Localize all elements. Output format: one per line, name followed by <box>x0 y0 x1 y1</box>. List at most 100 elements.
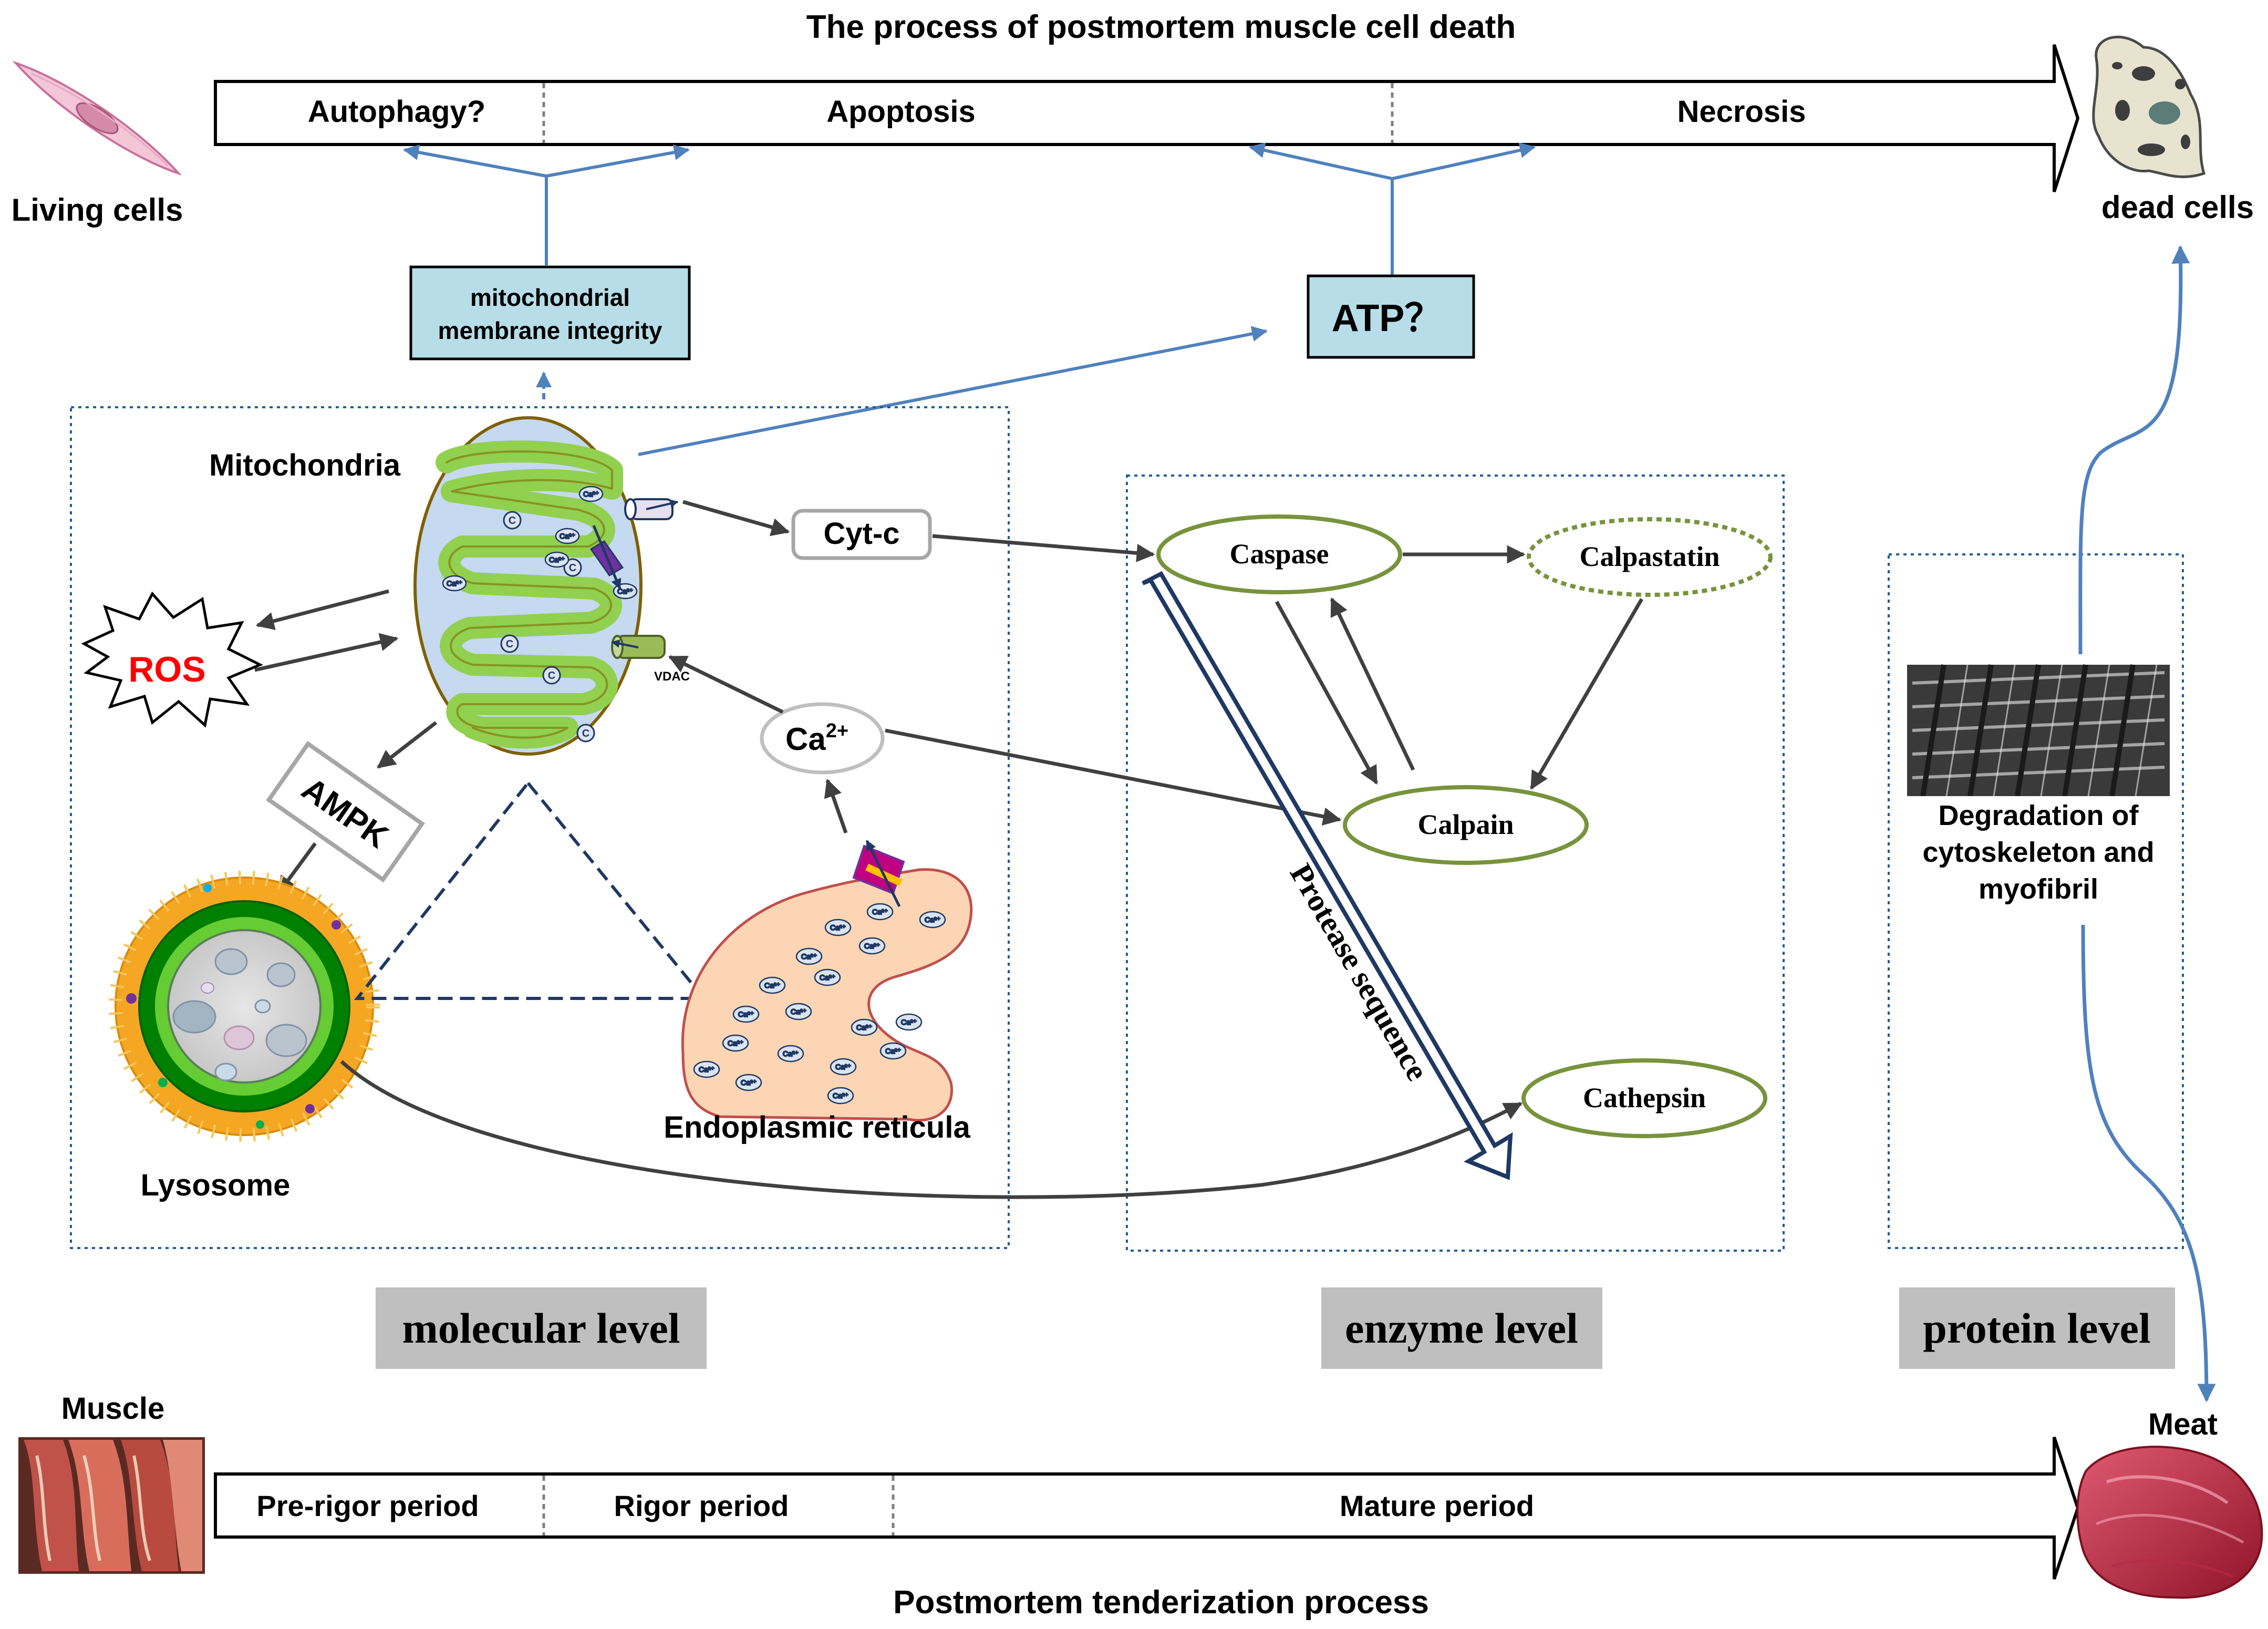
living-cells-label: Living cells <box>12 192 183 228</box>
calcium-node <box>760 702 885 775</box>
calcium-ion <box>735 1074 762 1091</box>
stage-necrosis: Necrosis <box>1677 95 1806 129</box>
calcium-ion-text: Ca²⁺ <box>549 555 565 564</box>
cytc-outward-arrow <box>646 499 679 510</box>
meat-label: Meat <box>2148 1407 2218 1441</box>
calcium-ion <box>759 976 786 994</box>
calcium-ion-text: Ca²⁺ <box>801 952 817 961</box>
myofibril-to-meat-arrow <box>2081 924 2216 1403</box>
calcium-ion <box>895 1013 923 1031</box>
protein-degradation-line1: Degradation of <box>1938 800 2139 831</box>
calpastatin-to-calpain-arrow <box>1529 598 1644 790</box>
calcium-ion <box>578 486 604 502</box>
cytc-marker-text: C <box>509 515 516 527</box>
mito-to-ros-arrow <box>255 589 389 631</box>
calcium-ion-text: Ca²⁺ <box>447 579 462 587</box>
living-cell-icon <box>12 60 182 176</box>
dead-cell-icon <box>2092 35 2206 178</box>
cathepsin-label: Cathepsin <box>1583 1082 1706 1114</box>
protein-level-box <box>1899 1287 2175 1369</box>
calcium-ion-text: Ca²⁺ <box>791 1007 806 1016</box>
mitochondria-label: Mitochondria <box>209 448 401 482</box>
er-label: Endoplasmic reticula <box>664 1110 970 1145</box>
calcium-ion <box>814 968 841 986</box>
calcium-ion-text: Ca²⁺ <box>833 1091 848 1100</box>
calcium-ion <box>722 1034 749 1052</box>
cytc-marker <box>563 558 582 577</box>
calcium-node-text: Ca <box>785 721 826 757</box>
atp-label: ATP？ <box>1332 297 1443 339</box>
period-mature: Mature period <box>1340 1489 1534 1522</box>
period-rigor: Rigor period <box>614 1489 789 1522</box>
calcium-ion-text: Ca²⁺ <box>583 490 599 498</box>
calcium-ion-text: Ca²⁺ <box>783 1049 799 1058</box>
cytc-marker <box>500 634 519 653</box>
calcium-ion <box>879 1042 907 1060</box>
calcium-ion-text: Ca²⁺ <box>856 1023 872 1032</box>
caspase-node <box>1156 514 1402 594</box>
molecular-panel <box>70 406 1010 1249</box>
meat-image <box>2076 1446 2263 1599</box>
calcium-ion-text: Ca²⁺ <box>864 942 880 950</box>
cytc-to-caspase-arrow <box>932 534 1155 562</box>
stage-autophagy: Autophagy? <box>308 95 485 129</box>
protease-sequence-label: Protease sequence <box>1283 858 1435 1087</box>
lysosome-to-cathepsin-arrow <box>340 1060 1523 1199</box>
ros-to-mito-arrow <box>254 633 399 672</box>
calcium-ion <box>795 947 823 965</box>
molecular-level-box <box>376 1287 707 1369</box>
cytc-marker-text: C <box>569 562 576 574</box>
calcium-ion <box>555 528 580 544</box>
calcium-ion-text: Ca²⁺ <box>699 1065 714 1074</box>
mitochondrion: C C C C C Ca²⁺Ca²⁺Ca²⁺Ca²⁺Ca²⁺ <box>413 416 643 756</box>
protein-degradation-line3: myofibril <box>1979 873 2098 905</box>
cytc-channel-icon <box>624 498 674 520</box>
calcium-ion <box>919 911 946 929</box>
muscle-label: Muscle <box>61 1391 165 1426</box>
tenderization-process-arrow <box>214 1437 2080 1580</box>
calcium-ion-text: Ca²⁺ <box>901 1018 917 1026</box>
calcium-ion <box>858 937 886 955</box>
muscle-carcass-image <box>18 1437 205 1574</box>
mito-to-cytc-arrow <box>682 500 790 537</box>
stage-apoptosis: Apoptosis <box>826 95 976 129</box>
calcium-ion <box>785 1003 812 1020</box>
molecular-level-label: molecular level <box>402 1304 680 1352</box>
calcium-ion-text: Ca²⁺ <box>820 973 835 982</box>
mito-to-atp-arrow <box>638 326 1268 456</box>
protein-degradation-line2: cytoskeleton and <box>1922 837 2154 868</box>
protein-label-backdrop <box>1904 796 2172 909</box>
protease-sequence-arrow <box>1142 571 1513 1180</box>
lysosome-label: Lysosome <box>141 1168 291 1202</box>
calcium-to-vdac-arrow <box>668 655 784 714</box>
calcium-ion <box>544 551 569 568</box>
vdac-inward-arrow <box>611 639 639 648</box>
mito-integrity-box <box>409 265 691 360</box>
atp-box <box>1307 274 1475 359</box>
calcium-to-calpain-arrow <box>885 728 1342 826</box>
dead-cells-label: dead cells <box>2101 190 2254 225</box>
calcium-ion-text: Ca²⁺ <box>835 1063 851 1071</box>
cell-death-process-arrow <box>214 44 2080 192</box>
lysosome <box>109 871 380 1142</box>
cytc-marker-text: C <box>506 638 513 650</box>
bottom-title: Postmortem tenderization process <box>893 1584 1429 1621</box>
calcium-ion <box>442 575 467 592</box>
enzyme-level-label: enzyme level <box>1345 1304 1578 1352</box>
ros-burst-icon <box>81 591 264 728</box>
cytc-label: Cyt-c <box>823 517 899 551</box>
cytc-marker-text: C <box>548 670 555 682</box>
cytc-marker <box>503 511 522 530</box>
cytc-marker <box>576 724 595 743</box>
calcium-ion <box>851 1018 878 1036</box>
myofibril-to-dead-cells-arrow <box>2078 245 2190 655</box>
calpain-node <box>1343 785 1589 865</box>
mito-fork-arrow <box>403 145 690 265</box>
ampk-box: AMPK <box>266 740 425 883</box>
calcium-node-label: Ca2+ <box>785 720 848 757</box>
caspase-to-calpain-arrow <box>1275 601 1379 785</box>
ros-label: ROS <box>128 649 205 689</box>
mito-integrity-label-line1: mitochondrial <box>470 284 630 311</box>
er-to-calcium-arrow <box>824 778 848 834</box>
